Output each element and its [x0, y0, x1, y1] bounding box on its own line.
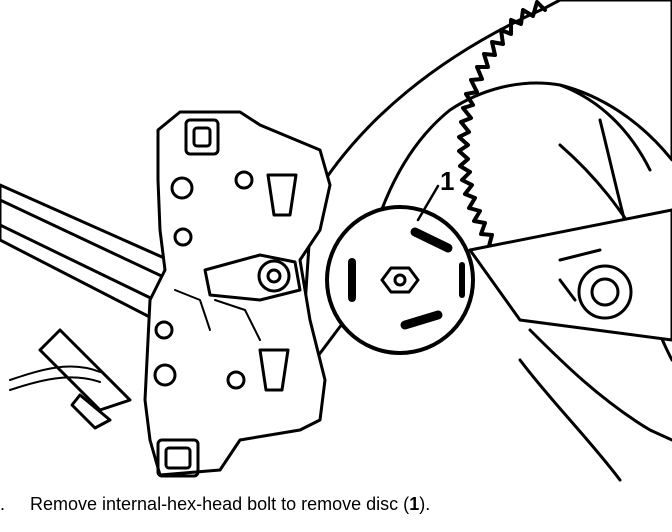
gear-teeth	[457, 0, 547, 269]
caption-text-after: ).	[419, 494, 431, 514]
disc-slot	[410, 227, 453, 253]
regulator-plate	[143, 110, 332, 478]
caption-reference: 1	[409, 494, 420, 514]
callout-leader	[416, 184, 440, 222]
disc-slot	[400, 310, 443, 330]
figure-caption: . Remove internal-hex-head bolt to remov…	[0, 492, 672, 528]
caption-text-before: Remove internal-hex-head bolt to remove …	[30, 494, 410, 514]
lift-arm	[468, 208, 672, 482]
sector-gear	[298, 0, 672, 382]
callout-number: 1	[440, 166, 454, 196]
window-regulator-illustration: 1	[0, 0, 672, 482]
caption-text: Remove internal-hex-head bolt to remove …	[30, 494, 430, 515]
hex-bolt	[380, 266, 420, 294]
disc	[325, 205, 475, 355]
step-marker: .	[0, 494, 6, 514]
glass-channel	[0, 183, 182, 430]
